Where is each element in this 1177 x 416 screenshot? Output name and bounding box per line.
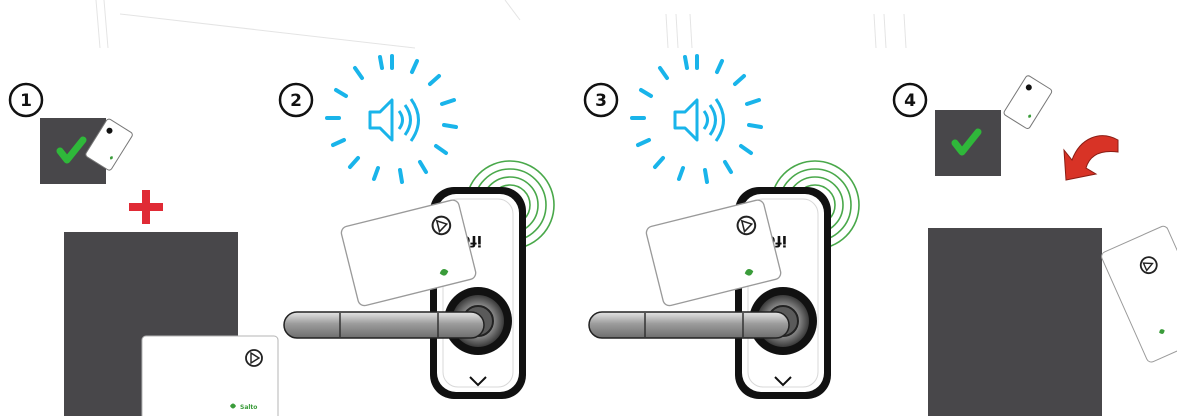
master-panel-large [928, 228, 1102, 416]
card-brand: Salto [240, 404, 257, 411]
step-number: 2 [290, 91, 302, 111]
master-panel-small [935, 110, 1001, 176]
door-handle [588, 311, 790, 339]
step-3-number-badge: 3 [583, 82, 619, 118]
card-play-icon [245, 349, 263, 367]
check-icon [56, 136, 87, 164]
mini-card [1003, 75, 1053, 129]
card-removed [1101, 225, 1177, 363]
card-on-panel: Salto [141, 335, 279, 416]
step-2: 2 ifos [278, 54, 555, 400]
speaker-sound-icon [325, 54, 458, 184]
door-handle [283, 311, 485, 339]
mini-card [85, 118, 133, 171]
step-4-number-badge: 4 [892, 82, 928, 118]
plus-icon [129, 190, 163, 224]
card-play-icon [1139, 256, 1158, 275]
step-4: 4 [892, 75, 1177, 416]
step-3: 3 ifos [583, 54, 860, 400]
return-arrow-icon [1063, 135, 1119, 181]
step-number: 3 [595, 91, 607, 111]
step-1-number-badge: 1 [8, 82, 44, 118]
speaker-sound-icon [630, 54, 763, 184]
step-number: 1 [20, 91, 32, 111]
background-sketch [95, 0, 907, 49]
check-icon [951, 128, 982, 156]
step-1: 1 Salto [8, 82, 279, 416]
step-2-number-badge: 2 [278, 82, 314, 118]
step-number: 4 [904, 91, 916, 111]
